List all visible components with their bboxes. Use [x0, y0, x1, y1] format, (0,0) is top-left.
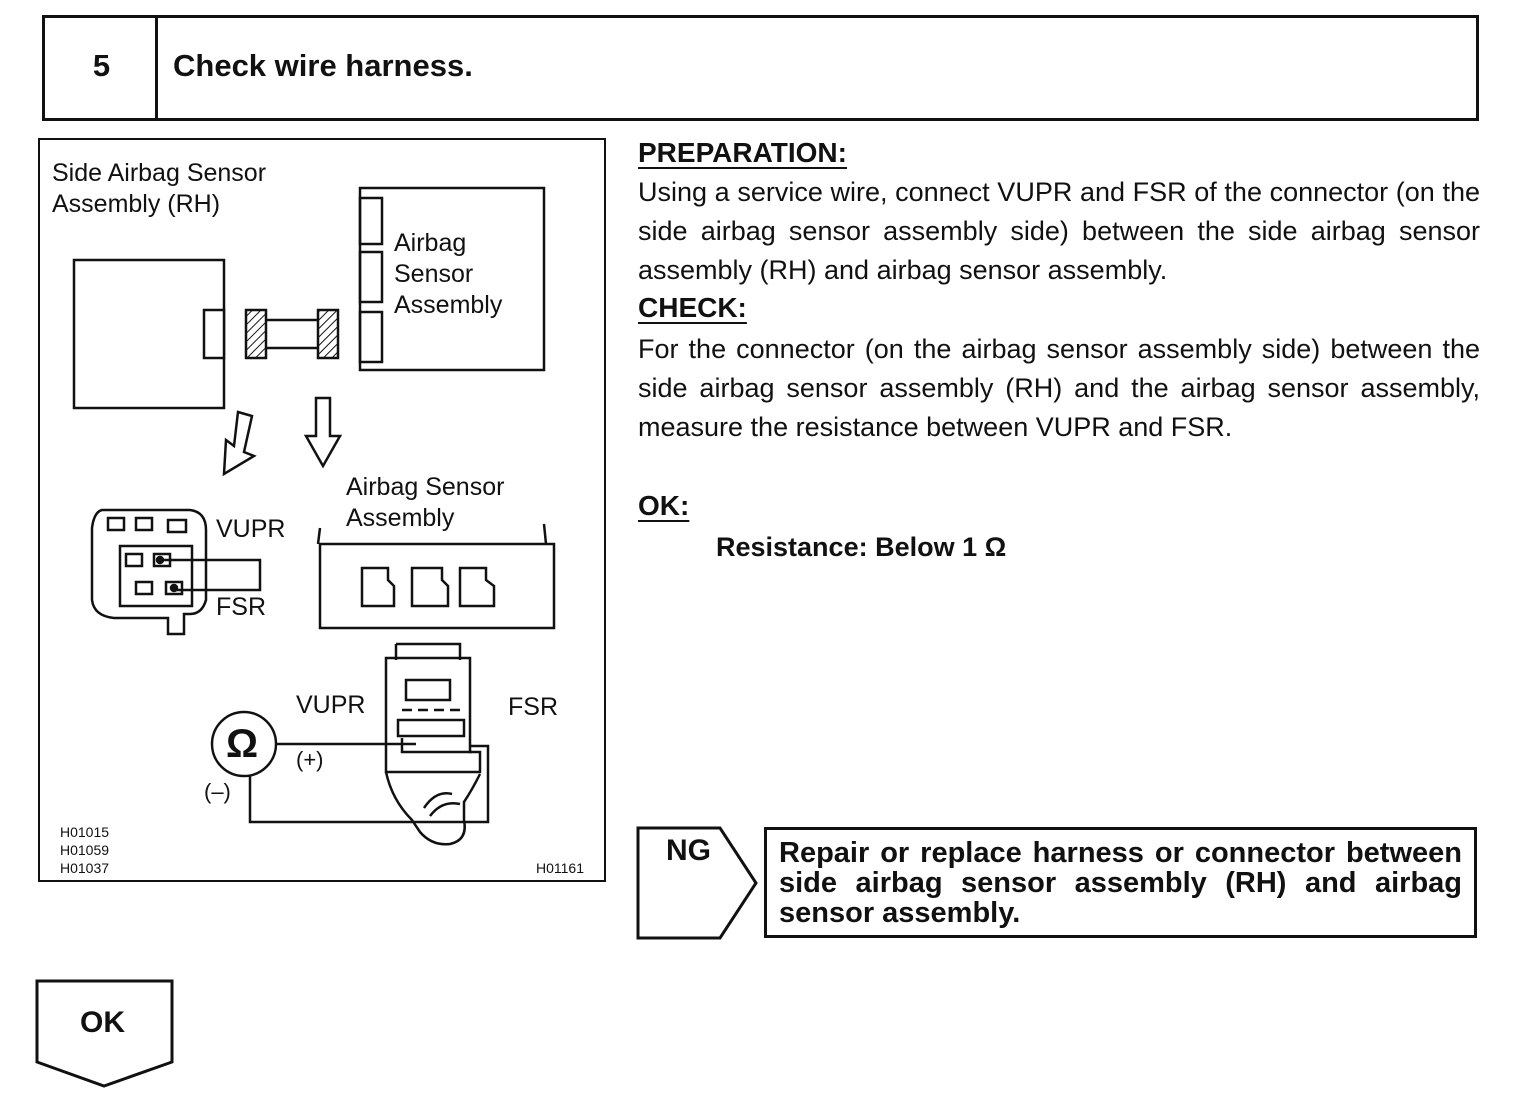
check-heading: CHECK:: [638, 292, 747, 323]
ng-action-box: Repair or replace harness or connector b…: [764, 827, 1477, 938]
vupr-label-connector: VUPR: [216, 515, 286, 543]
socket-3: [458, 566, 496, 608]
wiring-diagram-drawing: [72, 186, 556, 846]
socket-1: [360, 566, 396, 608]
vupr-label-probe: VUPR: [296, 691, 366, 719]
airbag-sensor-label-bottom: Airbag Sensor Assembly: [346, 473, 505, 532]
figure-code-3: H01037: [60, 860, 110, 876]
connector-right: [316, 308, 340, 360]
ng-action-text: Repair or replace harness or connector b…: [779, 837, 1462, 929]
step-header: 5 Check wire harness.: [42, 15, 1479, 121]
side-connector-face: [90, 508, 208, 636]
step-number: 5: [92, 48, 111, 83]
figure-code-4: H01161: [536, 860, 585, 876]
side-sensor-connector-tab: [202, 308, 226, 360]
airbag-sensor-label-top: Airbag Sensor Assembly: [394, 229, 503, 319]
figure-code-2: H01059: [60, 842, 110, 858]
fsr-label-connector: FSR: [216, 593, 266, 621]
side-sensor-box: [72, 258, 226, 410]
preparation-text: Using a service wire, connect VUPR and F…: [638, 177, 1480, 285]
minus-lead-label: (–): [204, 779, 231, 804]
ng-label: NG: [666, 834, 711, 867]
ok-arrow-shape: [35, 979, 174, 1088]
check-text: For the connector (on the airbag sensor …: [638, 334, 1480, 442]
hand-outline: [384, 771, 482, 846]
side-sensor-label: Side Airbag Sensor Assembly (RH): [52, 159, 267, 218]
step-number-cell: 5: [45, 18, 158, 118]
ohm-icon: Ω: [226, 722, 259, 766]
airbag-sensor-housing: [316, 523, 556, 630]
step-title: Check wire harness.: [173, 48, 473, 83]
wiring-diagram: Side Airbag Sensor Assembly (RH) Airbag …: [38, 138, 606, 882]
ok-heading: OK:: [638, 490, 690, 521]
resistance-spec: Resistance: Below 1 Ω: [716, 532, 1007, 562]
down-arrow-right: [303, 396, 343, 469]
figure-code-1: H01015: [60, 824, 110, 840]
probed-connector: [384, 656, 482, 774]
ok-flow-label: OK: [80, 1006, 125, 1039]
fsr-label-probe: FSR: [508, 693, 558, 721]
ng-arrow-shape: [636, 826, 758, 940]
plus-lead-label: (+): [296, 747, 324, 772]
socket-2: [410, 566, 450, 608]
down-arrow-left: [222, 410, 257, 477]
preparation-heading: PREPARATION:: [638, 137, 847, 168]
connector-left: [244, 308, 268, 360]
